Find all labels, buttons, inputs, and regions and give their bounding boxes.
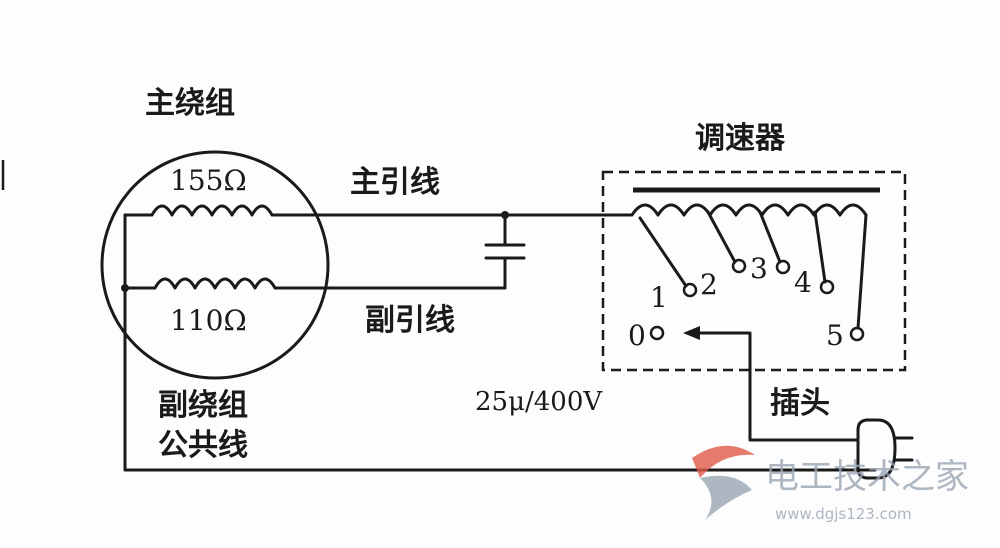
motor-circle bbox=[100, 150, 330, 380]
tap-lead-4 bbox=[813, 210, 827, 284]
speed-controller-label: 调速器 bbox=[695, 121, 786, 156]
switch-arrow-icon bbox=[683, 326, 700, 340]
tap-lead-5 bbox=[856, 213, 868, 330]
common-line-wire bbox=[123, 213, 877, 472]
tap-number-0: 0 bbox=[628, 319, 646, 352]
main-lead-label: 主引线 bbox=[350, 165, 440, 200]
aux-winding-coil bbox=[123, 277, 507, 290]
main-winding-label: 主绕组 bbox=[145, 86, 235, 121]
speed-controller-box bbox=[601, 170, 907, 372]
aux-lead-label: 副引线 bbox=[365, 303, 455, 338]
junction-dot bbox=[121, 284, 129, 292]
tap-terminal-4 bbox=[819, 279, 835, 295]
aux-resistance-label: 110Ω bbox=[170, 304, 247, 337]
main-winding-coil bbox=[123, 204, 557, 217]
tap-lead-3 bbox=[758, 210, 782, 264]
tap-lead-2 bbox=[706, 210, 737, 264]
junction-dot bbox=[501, 211, 509, 219]
tap-number-3: 3 bbox=[750, 252, 768, 285]
tap-lead-1 bbox=[638, 216, 688, 288]
watermark-url: www.dgjs123.com bbox=[775, 505, 912, 523]
tap-number-1: 1 bbox=[650, 281, 668, 314]
tap-number-4: 4 bbox=[794, 266, 812, 299]
main-resistance-label: 155Ω bbox=[170, 164, 247, 197]
switch-wire bbox=[688, 331, 860, 442]
watermark-logo-icon bbox=[692, 445, 755, 478]
controller-coil bbox=[553, 203, 868, 217]
plug-label: 插头 bbox=[770, 386, 830, 421]
tap-terminal-0 bbox=[649, 325, 665, 341]
tap-terminal-5 bbox=[849, 326, 865, 342]
plug-icon bbox=[856, 418, 914, 480]
watermark-name: 电工技术之家 bbox=[765, 457, 969, 497]
tap-number-2: 2 bbox=[700, 268, 718, 301]
tap-terminal-1 bbox=[682, 282, 698, 298]
aux-winding-label: 副绕组 bbox=[158, 388, 248, 423]
tap-number-5: 5 bbox=[826, 319, 844, 352]
tap-terminal-2 bbox=[731, 258, 747, 274]
watermark-logo-icon-lower bbox=[700, 475, 752, 520]
capacitor-label: 25μ/400V bbox=[475, 387, 603, 417]
watermark: 电工技术之家 www.dgjs123.com bbox=[692, 445, 969, 523]
common-line-label: 公共线 bbox=[158, 428, 248, 463]
tap-leads bbox=[638, 210, 868, 342]
tap-terminal-3 bbox=[775, 259, 791, 275]
